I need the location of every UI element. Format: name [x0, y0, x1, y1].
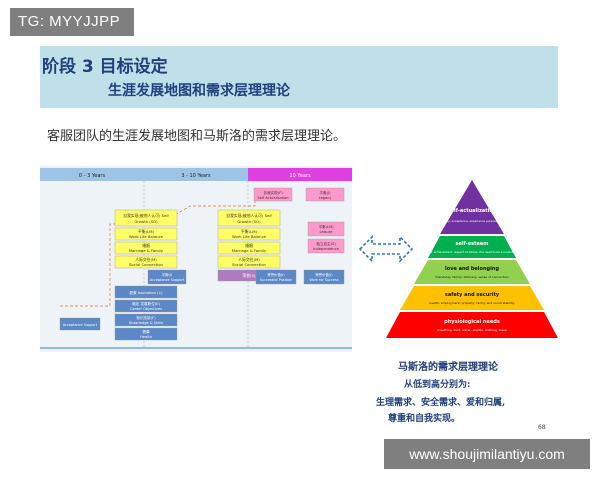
col2-stack: 自我实现(被他人认可) Self Growth (SO) 平衡(LM) Work… [217, 209, 281, 269]
pyramid-caption-line1: 从低到高分别为: [404, 380, 471, 390]
mid-row: 平衡(I) Acceptance Support 荣誉价值(I) Success… [147, 269, 345, 285]
block-label: 荣誉价值(I) [267, 272, 285, 277]
block-label: Work for Success [309, 278, 338, 282]
pyramid-level-name: physiological needs [444, 319, 500, 325]
block-label: Social Connection [232, 262, 267, 267]
col-header-1 [144, 168, 248, 181]
pyramid-level-2 [400, 286, 544, 310]
col1-stack: 自我实现(被他人认可) Self Growth (SO) 平衡(LM) Work… [114, 209, 178, 269]
page-number: 68 [538, 424, 546, 431]
block-label: 平衡(LM) [241, 229, 257, 234]
col-header-label-1: 3 - 10 Years [181, 173, 211, 179]
page-subtitle: 生涯发展地图和需求层理理论 [108, 83, 290, 99]
block-label: Acceptance Support [63, 323, 98, 327]
pyramid-caption-line3: 尊重和自我实现。 [388, 414, 461, 424]
block-label: 婚姻 [142, 243, 150, 248]
watermark-bottom-right: www.shoujimilantiyu.com [384, 439, 590, 469]
col-header-0 [40, 168, 144, 181]
block-label: 健康 [142, 329, 150, 334]
pyramid-caption-line2: 生理需求、安全需求、爱和归属, [376, 398, 506, 408]
block-label: Self Actualization [257, 196, 288, 200]
block-label: Marriage & Family [232, 248, 267, 253]
block-label: 平衡(J) [319, 190, 331, 195]
block-label: Marriage & Family [129, 248, 164, 253]
block-label: 人际交往(M) [135, 257, 157, 262]
pyramid-level-desc: morality, creativity, spontaneity, accep… [405, 219, 539, 223]
pyramid-level-name: safety and security [445, 292, 500, 298]
bottom-stack: 愿景 Aspiration (C) 确定 发展职位(E) Career Obje… [59, 285, 178, 341]
block-label: 人际交往(M) [238, 257, 260, 262]
block-label: Independence [313, 247, 339, 251]
block-label: Work Life Balance [129, 234, 164, 239]
col3-blocks: 自我实现(F) Self Actualization 平衡(J) Legacy … [253, 187, 345, 254]
block-label: Growth (SO) [134, 219, 158, 224]
block-label: Health [140, 335, 152, 339]
pyramid-level-3 [414, 260, 530, 284]
col-header-label-2: 10 Years [289, 173, 311, 179]
block-label: 平衡(LM) [138, 229, 154, 234]
pyramid-level-desc: health, employment, property, family and… [429, 301, 514, 305]
block-label: 婚姻 [245, 243, 253, 248]
block-label: Growth (SO) [237, 219, 261, 224]
block-label: Leisure [320, 230, 334, 234]
col-header-label-0: 0 - 3 Years [79, 173, 106, 179]
block-label: Acceptance Support [150, 278, 185, 282]
pyramid-level-desc: confidence, achievement, respect of othe… [417, 250, 528, 254]
title-banner [40, 46, 558, 108]
pyramid-level-name: self-esteem [456, 241, 489, 247]
block-label: 确定 发展职位(E) [132, 301, 160, 306]
block-label: 荣誉(S) [243, 273, 256, 278]
watermark-top-left: TG: MYYJJPP [10, 8, 134, 36]
block-label: 荣誉价值(I) [315, 272, 333, 277]
block-label: Successful Position [260, 278, 292, 282]
pyramid-level-1 [386, 312, 558, 338]
block-label: Work Life Balance [232, 234, 267, 239]
pyramid-level-name: self-actualization [448, 208, 497, 214]
block-label: 自我实现(F) [263, 190, 283, 195]
block-label: Legacy [319, 196, 333, 200]
maslow-pyramid: self-actualization morality, creativity,… [386, 180, 558, 338]
double-arrow-icon [358, 235, 414, 263]
block-label: 自我实现(被他人认可) Self [123, 213, 169, 218]
block-label: Knowledge & Skills [129, 321, 163, 325]
col-header-2 [248, 168, 352, 181]
pyramid-caption-title: 马斯洛的需求层理理论 [398, 362, 498, 373]
block-label: Social Connection [129, 262, 164, 267]
pyramid-level-4 [428, 236, 516, 258]
pyramid-level-desc: breathing, food, water, shelter, clothin… [437, 328, 507, 332]
block-label: 平衡(LM) [318, 224, 334, 229]
pyramid-level-desc: friendship, family, intimacy, sense of c… [436, 275, 509, 279]
block-label: 独立自主(S) [316, 241, 336, 246]
pyramid-level-5 [440, 180, 504, 234]
block-label: 知识技能(F) [136, 315, 156, 320]
page-title: 阶段 3 目标设定 [42, 57, 168, 77]
block-label: Career Objectives [130, 307, 162, 311]
block-label: 自我实现(被他人认可) Self [226, 213, 272, 218]
lead-text: 客服团队的生涯发展地图和马斯洛的需求层理理论。 [47, 129, 347, 144]
block-label: 平衡(I) [162, 272, 173, 277]
pyramid-level-name: love and belonging [445, 266, 499, 272]
block-label: 愿景 Aspiration (C) [130, 290, 164, 295]
career-map: 0 - 3 Years 3 - 10 Years 10 Years 自我实现(被… [40, 166, 352, 352]
